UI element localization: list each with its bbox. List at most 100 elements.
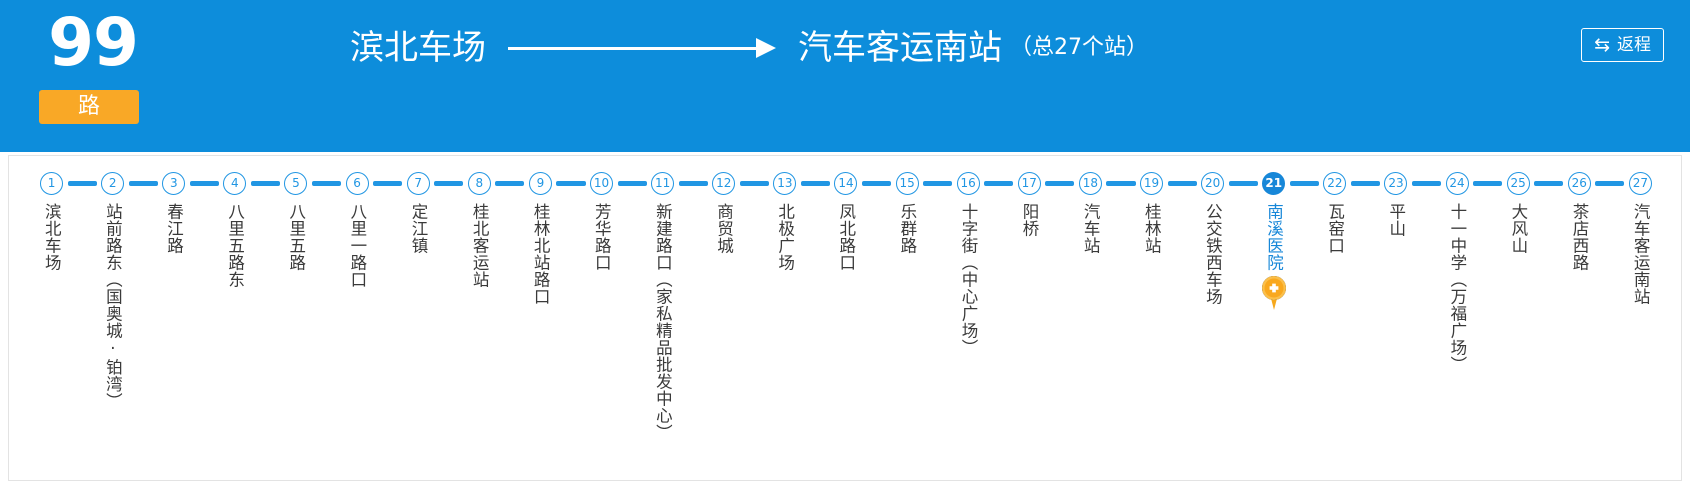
station-name-label[interactable]: 十一中学（万福广场） [1447, 203, 1467, 373]
direction-origin: 滨北车场 [350, 28, 486, 68]
station-25[interactable]: 25 大风山 [1488, 170, 1564, 254]
station-name-label[interactable]: 汽车客运南站 [1631, 203, 1651, 305]
station-10[interactable]: 10 芳华路口 [571, 170, 647, 271]
station-number-circle[interactable]: 16 [956, 171, 980, 195]
station-name-label[interactable]: 凤北路口 [836, 203, 856, 271]
station-name-label[interactable]: 南溪医院 [1264, 203, 1284, 271]
station-name-label[interactable]: 八里一路口 [347, 203, 367, 288]
station-name-label[interactable]: 平山 [1386, 203, 1406, 237]
station-marker-row: 12 [693, 170, 769, 196]
station-15[interactable]: 15 乐群路 [877, 170, 953, 254]
station-name-label[interactable]: 春江路 [164, 203, 184, 254]
station-name-label[interactable]: 茶店西路 [1570, 203, 1590, 271]
route-connector-dash [67, 180, 97, 186]
station-name-label[interactable]: 汽车站 [1081, 203, 1101, 254]
station-marker-row: 5 [265, 170, 342, 196]
station-name-label[interactable]: 八里五路东 [225, 203, 245, 288]
station-number-circle[interactable]: 24 [1445, 171, 1469, 195]
return-trip-button[interactable]: ⇆ 返程 [1581, 28, 1664, 62]
station-8[interactable]: 8 桂北客运站 [449, 170, 525, 288]
station-name-label[interactable]: 乐群路 [897, 203, 917, 254]
station-number-circle[interactable]: 15 [895, 171, 919, 195]
station-marker-row: 15 [877, 170, 953, 196]
route-connector-dash [189, 180, 219, 186]
station-number-circle[interactable]: 6 [345, 171, 369, 195]
station-3[interactable]: 3 春江路 [143, 170, 219, 254]
route-connector-dash [434, 180, 464, 186]
station-number-circle[interactable]: 25 [1506, 171, 1530, 195]
station-number-circle[interactable]: 14 [834, 171, 858, 195]
station-11[interactable]: 11 新建路口（家私精品批发中心） [632, 170, 708, 441]
station-name-label[interactable]: 桂林站 [1142, 203, 1162, 254]
station-19[interactable]: 19 桂林站 [1121, 170, 1197, 254]
station-1[interactable]: 1 滨北车场 [21, 170, 97, 271]
station-26[interactable]: 26 茶店西路 [1549, 170, 1625, 271]
station-marker-row: 13 [754, 170, 830, 196]
station-5[interactable]: 5 八里五路 [265, 170, 342, 271]
station-name-label[interactable]: 新建路口（家私精品批发中心） [653, 203, 673, 441]
station-name-label[interactable]: 公交铁西车场 [1203, 203, 1223, 305]
station-name-label[interactable]: 北极广场 [775, 203, 795, 271]
station-name-label[interactable]: 阳桥 [1020, 203, 1040, 237]
station-number-circle[interactable]: 26 [1567, 171, 1591, 195]
station-number-circle[interactable]: 18 [1078, 171, 1102, 195]
station-number-circle[interactable]: 21 [1262, 171, 1286, 195]
station-name-label[interactable]: 桂林北站路口 [531, 203, 551, 305]
station-name-label[interactable]: 八里五路 [286, 203, 306, 271]
station-number-circle[interactable]: 22 [1323, 171, 1347, 195]
station-name-label[interactable]: 大风山 [1508, 203, 1528, 254]
right-arrow-icon [508, 31, 776, 65]
station-number-circle[interactable]: 7 [406, 171, 430, 195]
station-number-circle[interactable]: 1 [40, 171, 64, 195]
station-number-circle[interactable]: 13 [773, 171, 797, 195]
station-18[interactable]: 18 汽车站 [1060, 170, 1136, 254]
swap-arrows-icon: ⇆ [1594, 33, 1610, 56]
route-connector-dash [373, 180, 403, 186]
station-number-circle[interactable]: 10 [590, 171, 614, 195]
station-17[interactable]: 17 阳桥 [999, 170, 1075, 237]
station-number-circle[interactable]: 9 [528, 171, 552, 195]
route-connector-dash [678, 180, 708, 186]
station-number-circle[interactable]: 8 [467, 171, 491, 195]
route-connector-dash [495, 180, 525, 186]
station-number-circle[interactable]: 3 [162, 171, 186, 195]
station-number-circle[interactable]: 2 [101, 171, 125, 195]
station-name-label[interactable]: 商贸城 [714, 203, 734, 254]
station-number-circle[interactable]: 23 [1384, 171, 1408, 195]
station-name-label[interactable]: 滨北车场 [42, 203, 62, 271]
station-22[interactable]: 22 瓦窑口 [1304, 170, 1380, 254]
station-name-label[interactable]: 十字街（中心广场） [958, 203, 978, 356]
station-20[interactable]: 20 公交铁西车场 [1182, 170, 1258, 305]
station-2[interactable]: 2 站前路东（国奥城·铂湾） [82, 170, 158, 410]
station-13[interactable]: 13 北极广场 [754, 170, 830, 271]
station-number-circle[interactable]: 20 [1201, 171, 1225, 195]
station-9[interactable]: 9 桂林北站路口 [510, 170, 586, 305]
station-7[interactable]: 7 定江镇 [388, 170, 464, 254]
route-header: 99 路 滨北车场 汽车客运南站 （总27个站） ⇆ 返程 [0, 0, 1690, 152]
station-name-label[interactable]: 瓦窑口 [1325, 203, 1345, 254]
station-14[interactable]: 14 凤北路口 [815, 170, 892, 271]
station-number-circle[interactable]: 19 [1140, 171, 1164, 195]
station-24[interactable]: 24 十一中学（万福广场） [1427, 170, 1503, 373]
station-12[interactable]: 12 商贸城 [693, 170, 769, 254]
station-name-label[interactable]: 芳华路口 [592, 203, 612, 271]
station-number-circle[interactable]: 12 [712, 171, 736, 195]
station-4[interactable]: 4 八里五路东 [204, 170, 280, 288]
station-name-label[interactable]: 桂北客运站 [470, 203, 490, 288]
station-23[interactable]: 23 平山 [1365, 170, 1442, 237]
station-number-circle[interactable]: 4 [223, 171, 247, 195]
station-number-circle[interactable]: 17 [1017, 171, 1041, 195]
route-connector-dash [1350, 180, 1380, 186]
station-name-label[interactable]: 站前路东（国奥城·铂湾） [103, 203, 123, 410]
station-name-label[interactable]: 定江镇 [408, 203, 428, 254]
station-16[interactable]: 16 十字街（中心广场） [938, 170, 1014, 356]
route-connector-dash [861, 180, 892, 186]
station-marker-row: 6 [327, 170, 403, 196]
station-27[interactable]: 27 汽车客运南站 [1610, 170, 1671, 305]
station-number-circle[interactable]: 5 [284, 171, 308, 195]
station-6[interactable]: 6 八里一路口 [327, 170, 403, 288]
station-number-circle[interactable]: 27 [1628, 171, 1652, 195]
station-21[interactable]: 21 南溪医院 [1243, 170, 1319, 311]
station-number-circle[interactable]: 11 [651, 171, 675, 195]
